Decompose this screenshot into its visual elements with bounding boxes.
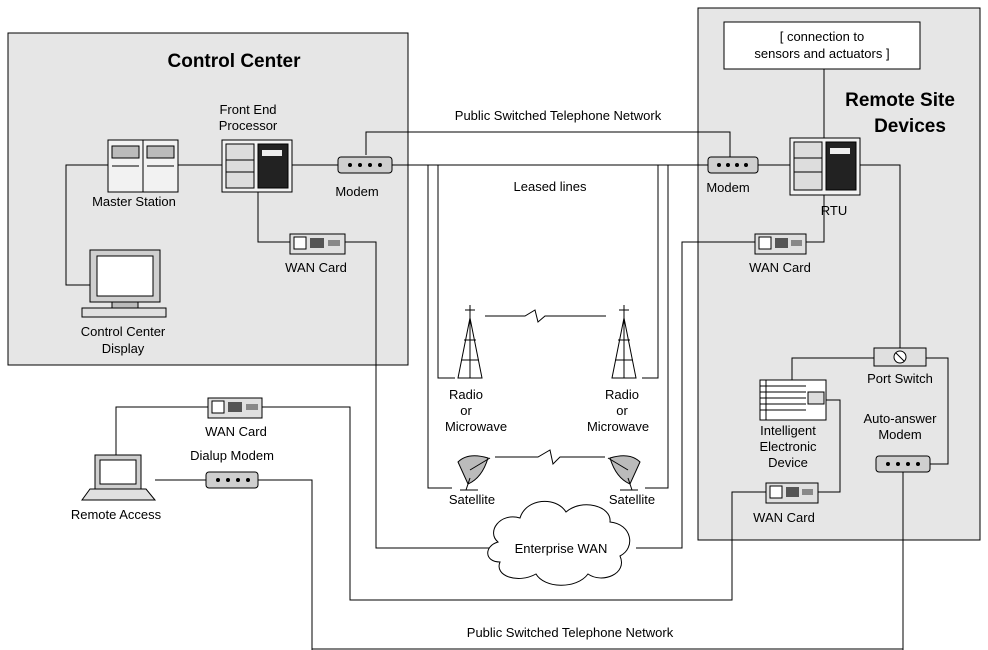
connection-lines <box>65 69 949 650</box>
pstn-top-line <box>365 131 731 157</box>
fep-label-line1: Front End <box>219 102 276 117</box>
master-station-label: Master Station <box>92 194 176 209</box>
wan-cc-to-enterprise <box>345 241 490 549</box>
pstn-top-label: Public Switched Telephone Network <box>455 108 662 123</box>
display-monitor-icon <box>81 249 167 318</box>
rtu-icon <box>789 137 861 196</box>
radio-left-label-2: or <box>460 403 472 418</box>
wan-card-cc-icon <box>289 233 346 255</box>
radio-left-label-1: Radio <box>449 387 483 402</box>
auto-answer-label-2: Modem <box>878 427 921 442</box>
remote-site-title-line1: Remote Site <box>845 90 955 111</box>
modem-left-label: Modem <box>335 184 378 199</box>
satellite-dish-right-icon <box>607 455 641 491</box>
wan-card-remote-icon <box>207 397 263 419</box>
pstn-bottom-left <box>258 479 313 650</box>
radio-left-label-3: Microwave <box>445 419 507 434</box>
satellite-link-bolt <box>495 449 605 466</box>
modem-left-icon <box>337 156 393 174</box>
satellite-dish-left-icon <box>457 455 491 491</box>
master-station-icon <box>107 139 179 193</box>
pstn-bottom-label: Public Switched Telephone Network <box>467 625 674 640</box>
front-end-processor-icon <box>221 139 293 193</box>
line-remote-wan-to-ied-wan <box>262 406 766 601</box>
leased-right-outer <box>642 165 659 379</box>
wan-rtu-to-rtu <box>806 195 825 243</box>
control-center-region <box>7 32 409 366</box>
wan-card-rtu-label: WAN Card <box>749 260 811 275</box>
satellite-left-label: Satellite <box>449 492 495 507</box>
auto-answer-modem-icon <box>875 455 931 473</box>
remote-access-label: Remote Access <box>71 507 162 522</box>
remote-site-title-line2: Devices <box>874 116 946 137</box>
line-remote-to-wancard <box>115 406 208 455</box>
radio-right-label-1: Radio <box>605 387 639 402</box>
port-switch-icon <box>873 347 927 367</box>
ied-label-2: Electronic <box>759 439 817 454</box>
sensors-text-line2: sensors and actuators ] <box>754 46 889 61</box>
fep-label-line2: Processor <box>219 118 278 133</box>
wan-card-ied-label: WAN Card <box>753 510 815 525</box>
satellite-right-label: Satellite <box>609 492 655 507</box>
ied-label-3: Device <box>768 455 808 470</box>
sensors-text-line1: [ connection to <box>780 29 865 44</box>
display-label-line1: Control Center <box>81 324 166 339</box>
dialup-modem-icon <box>205 471 259 489</box>
line-rtu-to-portswitch <box>860 164 901 348</box>
wan-rtu-to-enterprise <box>636 241 755 549</box>
leased-left-outer <box>437 165 455 379</box>
remote-site-region <box>697 7 981 541</box>
wan-card-rtu-icon <box>754 233 807 255</box>
enterprise-wan-label: Enterprise WAN <box>515 541 608 556</box>
radio-tower-right-icon <box>611 305 637 379</box>
port-switch-label: Port Switch <box>867 371 933 386</box>
wan-card-remote-label: WAN Card <box>205 424 267 439</box>
leased-lines-label: Leased lines <box>514 179 587 194</box>
wan-card-ied-icon <box>765 482 819 504</box>
dialup-modem-label: Dialup Modem <box>190 448 274 463</box>
rtu-label: RTU <box>821 203 847 218</box>
leased-right-sat <box>645 165 669 489</box>
line-portswitch-to-ied <box>791 357 874 380</box>
laptop-icon <box>81 454 157 501</box>
radio-right-label-3: Microwave <box>587 419 649 434</box>
display-label-line2: Display <box>102 341 145 356</box>
enterprise-wan-cloud <box>487 500 631 586</box>
line-portswitch-to-autoanswer <box>926 357 949 465</box>
ied-label-1: Intelligent <box>760 423 816 438</box>
line-ied-to-wancard <box>818 399 841 493</box>
wan-card-cc-label: WAN Card <box>285 260 347 275</box>
control-center-title: Control Center <box>168 51 302 72</box>
modem-right-icon <box>707 156 759 174</box>
line-master-to-display <box>65 164 108 286</box>
ied-icon <box>759 379 827 421</box>
auto-answer-label-1: Auto-answer <box>864 411 938 426</box>
radio-tower-left-icon <box>457 305 483 379</box>
radio-link-bolt <box>485 309 606 323</box>
leased-left-sat <box>427 165 452 489</box>
line-fep-to-wancard <box>257 190 290 243</box>
radio-right-label-2: or <box>616 403 628 418</box>
modem-right-label: Modem <box>706 180 749 195</box>
sensors-actuators-box <box>723 21 921 70</box>
